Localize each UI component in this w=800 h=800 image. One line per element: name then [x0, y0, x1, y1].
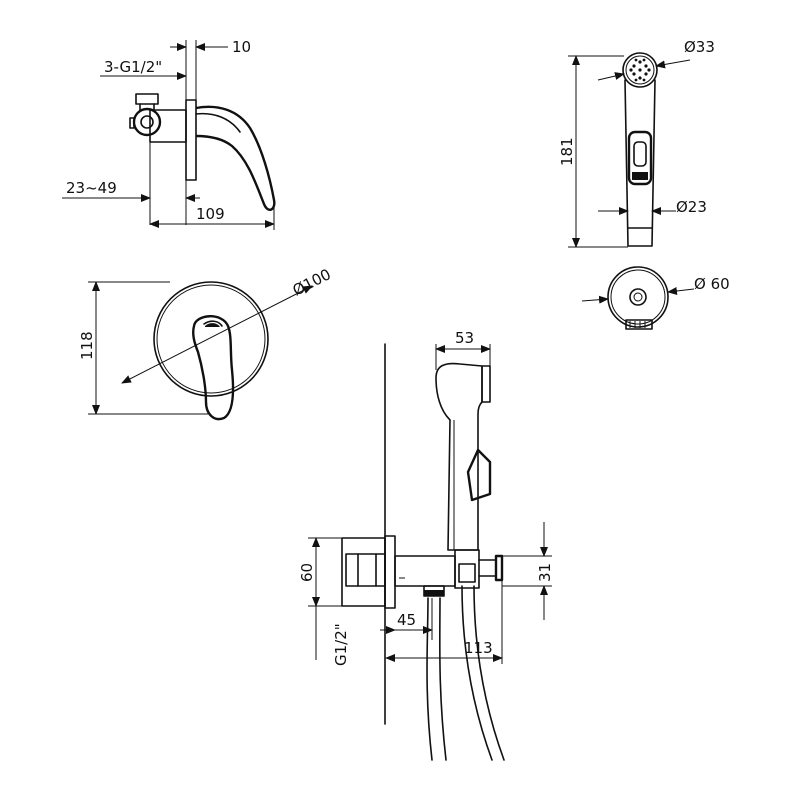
- dim-holder-projection: 113: [464, 639, 493, 657]
- dim-holder-diameter: Ø 60: [694, 275, 730, 293]
- dim-valve-height: 31: [536, 563, 554, 582]
- dim-handle-diameter: Ø23: [676, 198, 707, 216]
- dim-head-width: 53: [455, 329, 474, 347]
- handshower-view: 181 Ø33 Ø23: [558, 38, 715, 248]
- holder-top-view: Ø 60: [581, 266, 730, 330]
- dim-plate-height: 118: [78, 331, 96, 360]
- dim-plate-thickness: 10: [232, 38, 251, 56]
- dim-wall-depth: 23~49: [66, 179, 117, 197]
- dim-outlet-offset: 45: [397, 611, 416, 629]
- dim-holder-height: 60: [298, 563, 316, 582]
- holder-side-view: 53 60 G1/2" 31 45 113: [298, 329, 554, 761]
- dim-thread-spec: 3-G1/2": [104, 58, 162, 76]
- dim-spray-head-diameter: Ø33: [684, 38, 715, 56]
- dim-plate-diameter: Ø100: [290, 265, 334, 299]
- dim-handshower-length: 181: [558, 137, 576, 166]
- mixer-side-view: 10 3-G1/2" 23~49 109: [62, 38, 276, 230]
- dim-mixer-projection: 109: [196, 205, 225, 223]
- spray-nozzles: [629, 58, 651, 82]
- dim-outlet-thread: G1/2": [332, 623, 350, 666]
- mixer-front-view: 118 Ø100: [78, 265, 334, 421]
